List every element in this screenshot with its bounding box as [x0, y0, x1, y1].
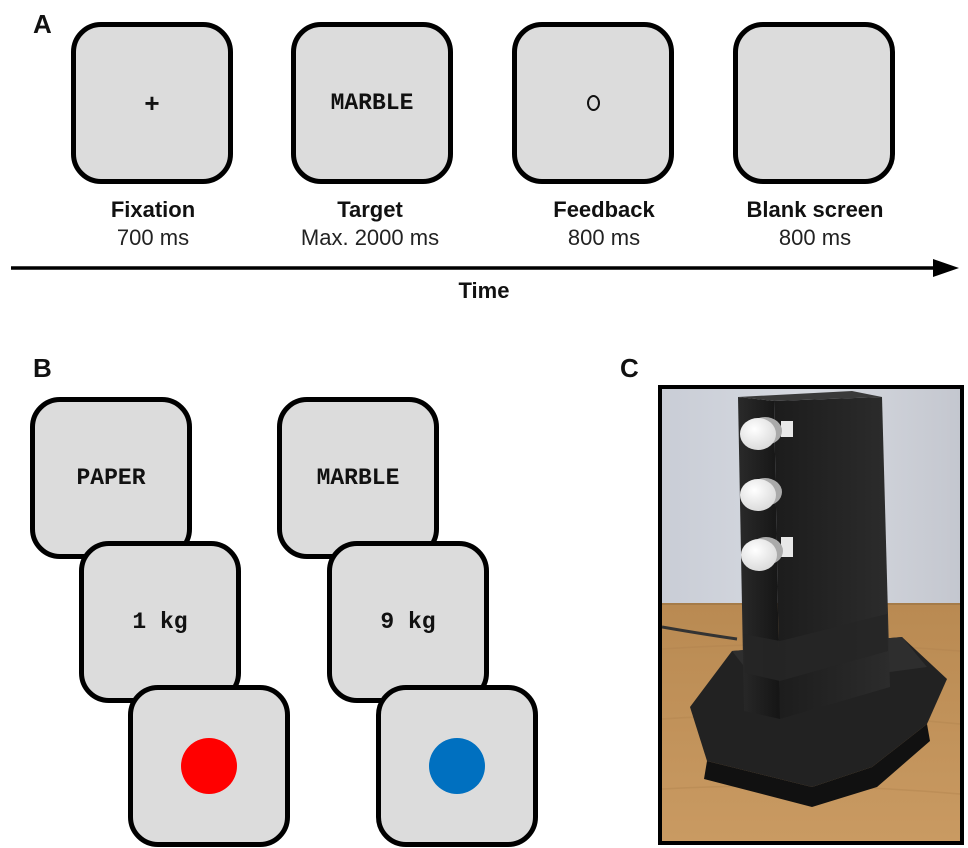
stage-label-blank: Blank screen 800 ms [715, 196, 915, 251]
stage-duration: 800 ms [778, 224, 852, 250]
panel-label-c: C [620, 353, 639, 383]
stage-label-target: Target Max. 2000 ms [270, 196, 470, 251]
time-axis-label: Time [458, 278, 510, 303]
fixation-cross: + [144, 87, 160, 118]
stage-name: Fixation [110, 197, 196, 222]
fixation-screen: + [71, 22, 233, 184]
target-screen: MARBLE [291, 22, 453, 184]
word-label: PAPER [76, 465, 146, 491]
response-device-photo [658, 385, 964, 845]
weight-screen-1kg: 1 kg [79, 541, 241, 703]
response-screen-red [128, 685, 290, 847]
word-label: MARBLE [316, 465, 400, 491]
weight-screen-9kg: 9 kg [327, 541, 489, 703]
stage-duration: 800 ms [567, 224, 641, 250]
word-screen-paper: PAPER [30, 397, 192, 559]
stage-name: Blank screen [746, 197, 884, 222]
blue-dot-icon [429, 738, 485, 794]
word-screen-marble: MARBLE [277, 397, 439, 559]
stage-duration: Max. 2000 ms [300, 224, 440, 250]
stage-label-fixation: Fixation 700 ms [53, 196, 253, 251]
weight-label: 1 kg [132, 609, 188, 635]
stage-name: Target [337, 197, 403, 222]
panel-label-a: A [33, 9, 52, 39]
time-axis-arrow [11, 259, 959, 277]
response-box-illustration [662, 389, 960, 841]
stage-label-feedback: Feedback 800 ms [504, 196, 704, 251]
feedback-screen [512, 22, 674, 184]
blank-screen [733, 22, 895, 184]
response-screen-blue [376, 685, 538, 847]
stage-duration: 700 ms [116, 224, 190, 250]
weight-label: 9 kg [380, 609, 436, 635]
stage-name: Feedback [553, 197, 655, 222]
red-dot-icon [181, 738, 237, 794]
target-word: MARBLE [330, 90, 414, 116]
panel-label-b: B [33, 353, 52, 383]
feedback-circle-icon [586, 95, 600, 111]
